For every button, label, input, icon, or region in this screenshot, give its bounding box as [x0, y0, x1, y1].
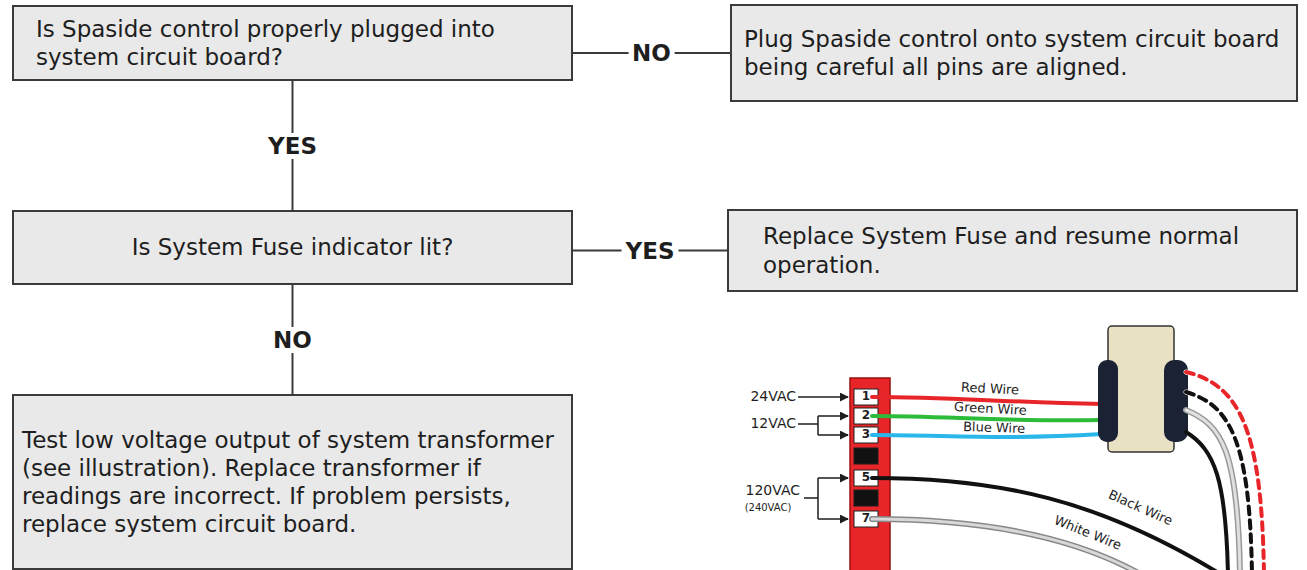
pin-number: 2 — [862, 409, 870, 422]
branch-label: NO — [269, 327, 316, 353]
box-text: Is System Fuse indicator lit? — [26, 233, 559, 261]
box-text: Is Spaside control properly plugged into… — [36, 15, 549, 71]
action-box: Replace System Fuse and resume normal op… — [727, 209, 1298, 292]
voltage-label: (240VAC) — [745, 502, 792, 513]
pin-number: 7 — [862, 512, 870, 525]
box-text: Replace System Fuse and resume normal op… — [763, 222, 1262, 278]
decision-box: Is System Fuse indicator lit? — [12, 210, 573, 285]
wire-label: Red Wire — [961, 380, 1020, 397]
wire-label: Blue Wire — [963, 420, 1026, 436]
voltage-label: 24VAC — [750, 389, 796, 404]
primary-wires — [1186, 372, 1264, 570]
pin-number: 3 — [862, 428, 870, 441]
action-box: Test low voltage output of system transf… — [12, 394, 573, 570]
box-text: Plug Spaside control onto system circuit… — [744, 25, 1284, 81]
action-box: Plug Spaside control onto system circuit… — [730, 4, 1298, 102]
branch-label: NO — [628, 40, 675, 66]
box-text: Test low voltage output of system transf… — [22, 426, 563, 538]
voltage-label: 120VAC — [745, 483, 800, 498]
decision-box: Is Spaside control properly plugged into… — [12, 5, 573, 81]
transformer — [1098, 326, 1188, 452]
pin-number: 5 — [862, 471, 870, 484]
wire-label: Green Wire — [953, 400, 1026, 418]
branch-label: YES — [622, 238, 679, 264]
pin-number: 1 — [862, 390, 870, 403]
voltage-label: 12VAC — [750, 416, 796, 431]
voltage-pointers — [798, 397, 848, 519]
terminal-block — [850, 378, 890, 570]
terminal-pins — [854, 389, 878, 527]
branch-label: YES — [264, 133, 321, 159]
